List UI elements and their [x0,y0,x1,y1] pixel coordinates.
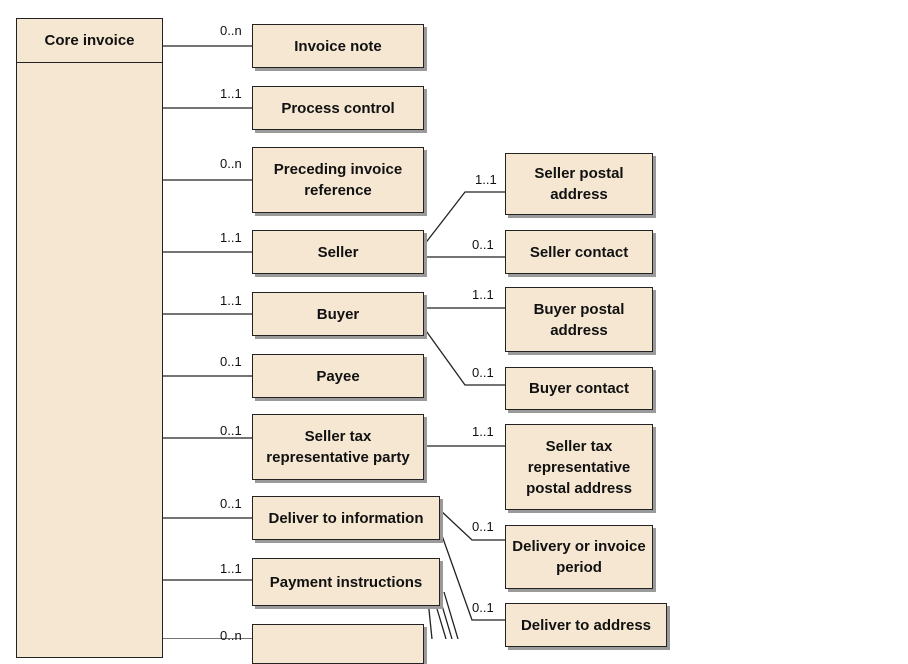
seller-tax-representative-party-box: Seller tax representative party [252,414,424,480]
buyer-box: Buyer [252,292,424,336]
multiplicity-process-control: 1..1 [220,86,242,101]
invoice-note-box: Invoice note [252,24,424,68]
multiplicity-preceding-invoice-reference: 0..n [220,156,242,171]
payment-instructions-box: Payment instructions [252,558,440,606]
deliver-to-information-box: Deliver to information [252,496,440,540]
process-control-box: Process control [252,86,424,130]
multiplicity-buyer-postal-address: 1..1 [472,287,494,302]
multiplicity-seller: 1..1 [220,230,242,245]
payee-box: Payee [252,354,424,398]
multiplicity-payee: 0..1 [220,354,242,369]
multiplicity-payment-instructions: 1..1 [220,561,242,576]
seller-contact-box: Seller contact [505,230,653,274]
multiplicity-seller-tax-representative-postal-address: 1..1 [472,424,494,439]
core-invoice-title: Core invoice [17,19,162,63]
multiplicity-invoice-note: 0..n [220,23,242,38]
buyer-contact-box: Buyer contact [505,367,653,410]
seller-tax-representative-postal-address-box: Seller tax representative postal address [505,424,653,510]
core-invoice-class: Core invoice [16,18,163,658]
delivery-or-invoice-period-box: Delivery or invoice period [505,525,653,589]
deliver-to-address-box: Deliver to address [505,603,667,647]
multiplicity-deliver-to-address: 0..1 [472,600,494,615]
buyer-postal-address-box: Buyer postal address [505,287,653,352]
multiplicity-buyer-contact: 0..1 [472,365,494,380]
multiplicity-seller-postal-address: 1..1 [475,172,497,187]
seller-postal-address-box: Seller postal address [505,153,653,215]
multiplicity-deliver-to-information: 0..1 [220,496,242,511]
seller-box: Seller [252,230,424,274]
connector-lines [163,45,505,639]
multiplicity-seller-tax-representative-party: 0..1 [220,423,242,438]
multiplicity-delivery-or-invoice-period: 0..1 [472,519,494,534]
next-item-box [252,624,424,664]
multiplicity-seller-contact: 0..1 [472,237,494,252]
multiplicity-buyer: 1..1 [220,293,242,308]
preceding-invoice-reference-box: Preceding invoice reference [252,147,424,213]
multiplicity-next-item: 0..n [220,628,242,643]
